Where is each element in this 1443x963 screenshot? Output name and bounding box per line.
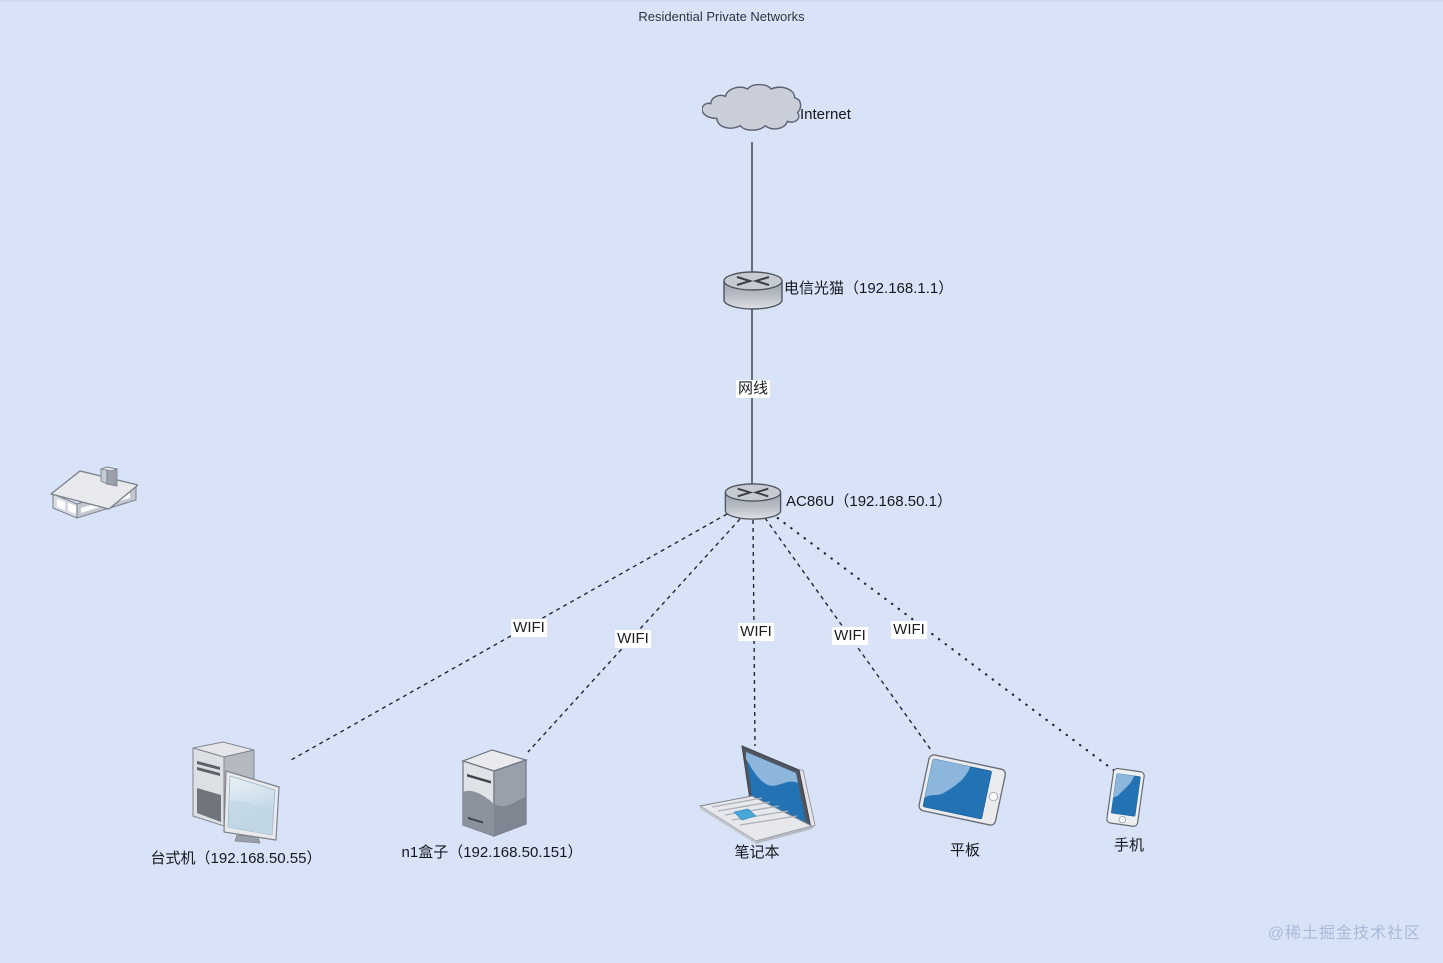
laptop-icon: [698, 745, 816, 844]
house-icon: [50, 466, 138, 519]
main-router-icon: [724, 483, 782, 520]
desktop-computer-icon: [192, 741, 280, 844]
link-router-desktop-wifi: [290, 513, 728, 761]
phone-label: 手机: [1113, 837, 1145, 854]
server-box-icon: [461, 749, 528, 837]
laptop-label: 笔记本: [734, 844, 780, 861]
tablet-label: 平板: [949, 842, 981, 859]
link-router-phone-wifi: [769, 511, 1118, 774]
smartphone-icon: [1106, 767, 1145, 827]
diagram-title: Residential Private Networks: [638, 9, 805, 24]
internet-label: Internet: [800, 106, 851, 123]
wifi-label-phone: WIFI: [891, 621, 927, 639]
internet-cloud-icon: [702, 83, 802, 131]
wifi-label-n1box: WIFI: [615, 630, 651, 648]
wifi-label-desktop: WIFI: [511, 619, 547, 637]
desktop-label: 台式机（192.168.50.55）: [150, 850, 322, 867]
watermark: @稀土掘金技术社区: [1267, 925, 1421, 942]
modem-label: 电信光猫（192.168.1.1）: [784, 280, 954, 297]
wifi-label-laptop: WIFI: [738, 623, 774, 641]
wifi-label-tablet: WIFI: [832, 627, 868, 645]
n1box-label: n1盒子（192.168.50.151）: [401, 844, 583, 861]
wired-link-label: 网线: [735, 380, 771, 398]
modem-router-icon: [723, 271, 783, 310]
tablet-icon: [918, 754, 1007, 826]
router-label: AC86U（192.168.50.1）: [786, 493, 952, 510]
